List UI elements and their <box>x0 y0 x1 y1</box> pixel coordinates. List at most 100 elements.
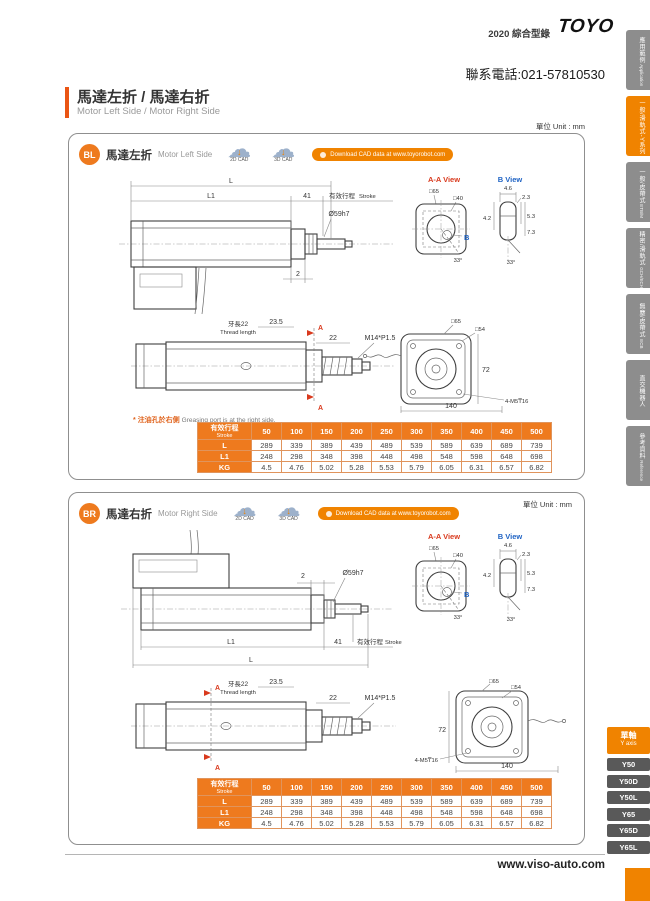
table-header-cell: 200 <box>341 778 372 796</box>
sidebar-tab-label-zh: 無塵/皮帶式 <box>638 302 644 338</box>
dim-thread-en-label: Thread length <box>220 330 256 336</box>
pill-dot-icon <box>325 510 332 517</box>
dim-f65-label: □65 <box>451 319 461 325</box>
cad-2d-button[interactable]: ☁ ↓ 2D CAD <box>228 497 262 527</box>
table-cell: 4.76 <box>281 817 312 829</box>
section-badge: BL <box>79 144 100 165</box>
table-cell: 6.82 <box>521 817 552 829</box>
dim-41-label: 41 <box>334 639 342 646</box>
download-arrow-icon: ↓ <box>242 506 247 516</box>
note-zh: 注油孔於右側 <box>137 417 180 424</box>
dim-thread-zh-label: 牙長22 <box>228 680 249 688</box>
model-tab-y50l[interactable]: Y50L <box>607 791 650 804</box>
sidebar-tab-label-en: Reference <box>639 459 644 482</box>
sidebar-tab-etb-m[interactable]: 一般/皮帶式 ETB/M <box>626 162 650 222</box>
dimension-lines <box>132 577 393 668</box>
model-tab-y65l[interactable]: Y65L <box>607 840 650 854</box>
br-side-view-drawing: 2 Ø59h7 L1 41 有效行程 Stroke L <box>121 529 402 668</box>
dim-angle-label: 33° <box>454 258 463 264</box>
cloud-icon: ☁ <box>227 136 252 163</box>
dim-42-label: 4.2 <box>483 573 491 579</box>
toyo-logo: TOYO <box>556 16 615 37</box>
table-cell: 589 <box>431 439 462 451</box>
table-cell: 5.79 <box>401 817 432 829</box>
table-cell: 6.82 <box>521 461 552 473</box>
table-cell: 289 <box>251 439 282 451</box>
model-tab-y65[interactable]: Y65 <box>607 807 650 821</box>
sidebar-tab-gch-ech[interactable]: 精密/滑軌式 GCH/ECH <box>626 228 650 288</box>
download-arrow-icon: ↓ <box>281 147 286 157</box>
cad-3d-button[interactable]: ☁ ↓ 3D CAD <box>266 138 300 168</box>
corner-accent <box>625 868 650 901</box>
dim-140-label: 140 <box>501 763 513 770</box>
footer-divider <box>65 854 605 855</box>
dim-2-label: 2 <box>301 573 305 580</box>
sidebar-tab-reference[interactable]: 參考資料 Reference <box>626 426 650 486</box>
table-header-cell: 200 <box>341 422 372 440</box>
sidebar-tab-label-zh: 直交機器人 <box>638 375 644 408</box>
flange-view-outline <box>455 690 529 764</box>
dimension-lines <box>258 683 559 773</box>
table-header-cell: 400 <box>461 778 492 796</box>
table-header-cell: 250 <box>371 778 402 796</box>
dim-m5-label: 4-M5₸16 <box>505 399 528 405</box>
bl-side-view-drawing: L L1 41 有效行程 Stroke Ø59h7 2 <box>119 178 393 315</box>
cad-3d-button[interactable]: ☁ ↓ 3D CAD <box>272 497 306 527</box>
sidebar-tab-label-en: ECB <box>639 337 644 349</box>
table-cell: 598 <box>461 450 492 462</box>
dim-m14-label: M14*P1.5 <box>365 695 396 702</box>
sidebar-tab-label-zh: 參考資料 <box>638 433 644 460</box>
table-cell: 6.57 <box>491 461 522 473</box>
b-view-outline <box>493 549 526 617</box>
dim-23-label: 2.3 <box>522 552 530 558</box>
download-cad-link[interactable]: Download CAD data at www.toyorobot.com <box>312 148 454 161</box>
cad-3d-label: 3D CAD <box>279 516 298 522</box>
br-aa-view-drawing: A-A View □65 □40 B 33° <box>412 532 470 621</box>
table-cell: 289 <box>251 795 282 807</box>
table-header-cell: 250 <box>371 422 402 440</box>
section-a-label: A <box>318 405 323 412</box>
dim-angle-label: 33° <box>507 617 516 623</box>
table-header-cell: 50 <box>251 422 282 440</box>
model-tab-y50d[interactable]: Y50D <box>607 774 650 788</box>
dim-73-label: 7.3 <box>527 230 535 236</box>
dim-shaft-label: Ø59h7 <box>342 570 363 577</box>
dim-m14-label: M14*P1.5 <box>365 335 396 342</box>
sidebar-tab-y-series[interactable]: 一般/滑軌式-Y系列 Y Series <box>626 96 650 156</box>
table-cell: 6.31 <box>461 461 492 473</box>
dim-thread-en-label: Thread length <box>220 690 256 696</box>
model-tab-y65d[interactable]: Y65D <box>607 824 650 837</box>
sidebar-tab-application[interactable]: 應用範例 Application <box>626 30 650 90</box>
b-arrow-label: B <box>464 233 470 242</box>
table-cell: 5.28 <box>341 817 372 829</box>
section-a-label: A <box>215 685 220 692</box>
panel-title-en: Motor Left Side <box>158 150 213 159</box>
table-cell: 5.79 <box>401 461 432 473</box>
note-star: * <box>133 417 136 424</box>
dim-thread-zh-label: 牙長22 <box>228 320 249 328</box>
table-header-cell: 50 <box>251 778 282 796</box>
dim-angle-label: 33° <box>507 260 516 266</box>
model-tab-y50[interactable]: Y50 <box>607 758 650 771</box>
sidebar-tab-ecb[interactable]: 無塵/皮帶式 ECB <box>626 294 650 354</box>
pill-dot-icon <box>320 151 327 158</box>
page-title: 馬達左折 / 馬達右折 <box>77 89 210 106</box>
table-cell: 5.53 <box>371 461 402 473</box>
unit-label: 單位 Unit : mm <box>522 500 572 509</box>
unit-label: 單位 Unit : mm <box>535 122 585 131</box>
cad-2d-button[interactable]: ☁ ↓ 2D CAD <box>222 136 256 168</box>
sidebar-tab-label-zh: 應用範例 <box>638 36 644 63</box>
table-cell: 739 <box>521 439 552 451</box>
panel-title-zh: 馬達左折 <box>106 149 152 162</box>
sidebar-tab-label-en: Application <box>639 62 644 87</box>
download-cad-link[interactable]: Download CAD data at www.toyorobot.com <box>317 507 459 520</box>
table-cell: 639 <box>461 795 492 807</box>
sidebar-tab-xygt-xyth-xytb[interactable]: 直交機器人 XYGT/XYTH/XYTB <box>626 360 650 420</box>
axis-tab[interactable]: 單軸 Y axis <box>607 727 650 754</box>
